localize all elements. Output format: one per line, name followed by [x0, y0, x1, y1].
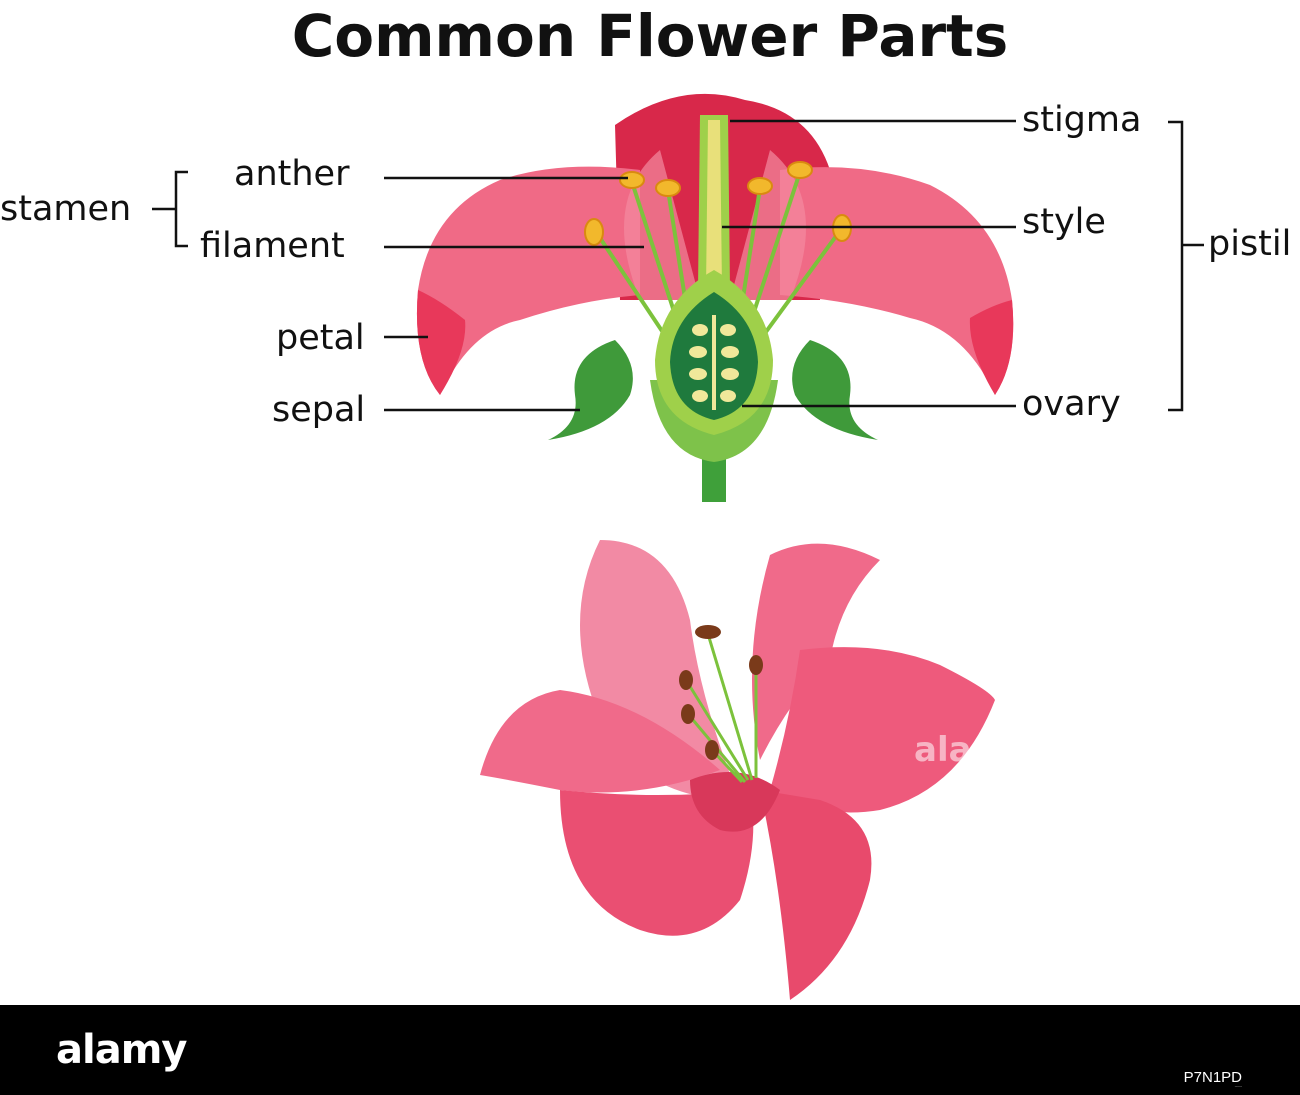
lily-illustration [480, 540, 995, 1000]
label-filament: filament [200, 226, 345, 266]
label-style: style [1022, 202, 1106, 242]
footer-bar: alamy P7N1PD www.alamy.com [0, 1005, 1300, 1095]
footer-site-url: www.alamy.com [1234, 1087, 1242, 1088]
stamen-bracket [174, 170, 188, 248]
left-petal [416, 166, 640, 395]
label-stamen: stamen [0, 189, 132, 229]
label-ovary: ovary [1022, 384, 1121, 424]
label-petal: petal [276, 318, 365, 358]
ovules [689, 315, 739, 410]
label-anther: anther [234, 154, 350, 194]
anthers [584, 161, 852, 246]
watermark-text: alamy [914, 730, 1030, 770]
footer-brand-logo: alamy [56, 1027, 187, 1073]
label-stigma: stigma [1022, 100, 1142, 140]
right-sepal [792, 340, 878, 440]
leader-lines [152, 119, 1204, 412]
footer-image-code: P7N1PD [1183, 1069, 1242, 1086]
pistil-bracket [1168, 120, 1184, 412]
diagram-title: Common Flower Parts [291, 2, 1009, 70]
label-sepal: sepal [272, 390, 366, 430]
flower-cross-section [152, 93, 1204, 1000]
label-pistil: pistil [1208, 224, 1292, 264]
left-sepal [548, 340, 633, 440]
